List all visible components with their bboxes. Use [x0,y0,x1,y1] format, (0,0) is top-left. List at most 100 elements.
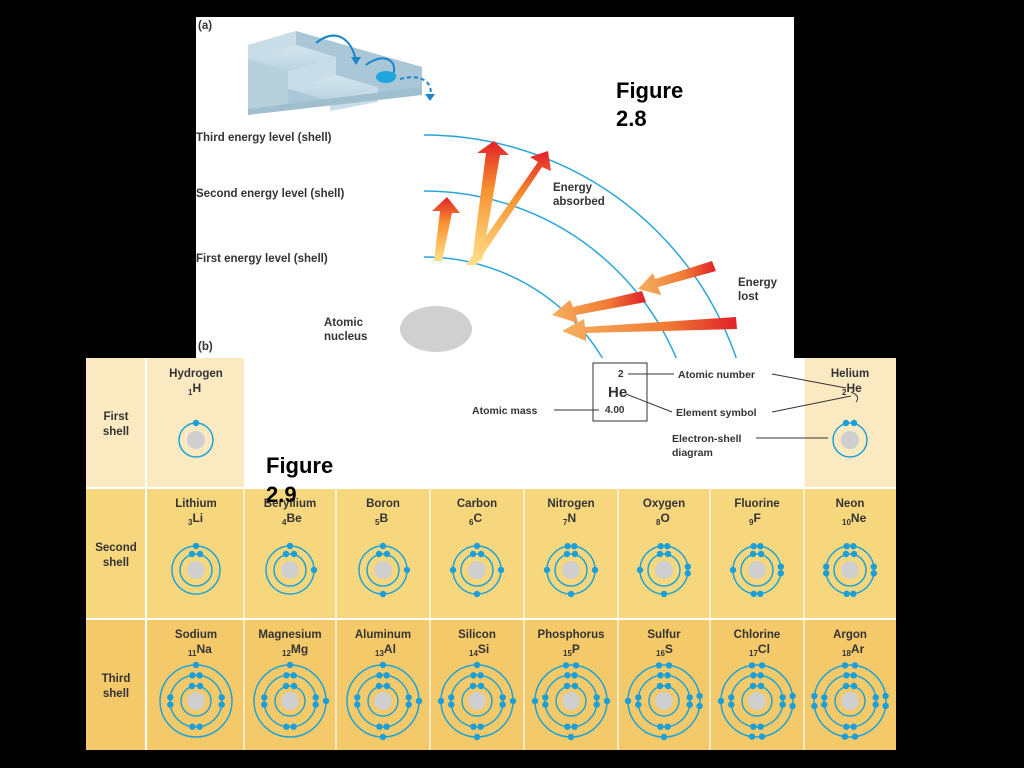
electron [473,661,481,669]
nucleus-label-2: nucleus [324,331,367,343]
electron [567,733,575,741]
element-name: Helium [831,368,869,380]
orbit-shell-1 [179,553,213,587]
electron-shell-table: First shell Second shell Third shell 2 H… [86,358,896,750]
element-symbol: 6C [469,511,482,527]
element-symbol-text: Be [286,511,302,525]
element-symbol: 18Ar [842,642,865,658]
electron [261,694,268,701]
electron [383,672,390,679]
orbit-shell-1 [833,553,867,587]
electron [872,701,879,708]
element-name: Fluorine [734,498,779,510]
element-symbol-text: F [753,511,760,525]
electron [473,590,481,598]
electron [842,682,850,690]
nucleus [562,561,580,579]
electron [188,550,196,558]
electron [282,682,290,690]
atomic-number: 3 [188,518,193,527]
element-name: Neon [836,498,865,510]
element-symbol: 10Ne [842,511,867,527]
electron [167,701,174,708]
element-symbol-text: P [572,642,580,656]
absorbed-arrow-1 [432,197,460,261]
electron [448,701,455,708]
electron [870,570,877,577]
electron [811,692,818,700]
electron [664,543,671,550]
atomic-number-label: Atomic number [678,369,755,381]
element-symbol: 5B [375,511,388,527]
electron-shell-label-1: Electron-shell [672,433,742,445]
row1-stripe [86,358,244,488]
electron [283,723,290,730]
electron [758,733,766,740]
element-name: Argon [833,629,867,641]
lost-arrow-2 [552,291,646,323]
panel-a-label: (a) [198,20,212,32]
electron [379,661,387,669]
electron [375,550,383,558]
orbit-shell-2 [544,674,598,728]
nucleus [655,692,673,710]
electron [375,682,383,690]
absorbed-arrow-3 [466,151,551,265]
atomic-number: 10 [842,518,851,527]
electron [564,723,571,730]
orbit-shell-1 [555,685,587,717]
element-symbol: 2He [842,381,862,397]
electron [882,702,889,710]
electron [842,550,850,558]
figure-2-8-panel: (a) Third energy level (shell) Second en… [196,17,794,358]
energy-absorbed-label-2: absorbed [553,196,605,208]
electron [777,563,784,570]
element-symbol: 14Si [469,642,489,658]
electron [564,672,571,679]
atomic-nucleus [400,306,472,352]
electron [850,419,858,427]
electron [664,682,672,690]
nucleus [841,431,859,449]
orbit-shell-1 [273,553,307,587]
atomic-number: 14 [469,649,478,658]
electron [571,543,578,550]
electron [499,694,506,701]
electron [850,672,857,679]
orbit-shell-1 [367,685,399,717]
element-symbol: 17Cl [749,642,770,658]
element-symbol: 15P [563,642,580,658]
electron [470,672,477,679]
figure-2-9-panel: First shell Second shell Third shell 2 H… [86,358,896,750]
electron [571,550,579,558]
electron [779,701,786,708]
electron [322,697,330,705]
electron [850,543,857,550]
electron [405,694,412,701]
electron [664,672,671,679]
element-symbol: 16S [656,642,673,658]
electron [843,723,850,730]
electron [196,682,204,690]
electron [872,694,879,701]
atomic-number: 18 [842,649,851,658]
element-name: Boron [366,498,400,510]
first-level-label: First energy level (shell) [196,253,328,265]
electron [571,723,578,730]
element-name: Oxygen [643,498,685,510]
electron [757,590,764,597]
orbit-shell-2 [637,674,691,728]
orbit-shell-1 [274,685,306,717]
orbit-shell-1 [834,685,866,717]
electron [192,661,200,669]
electron [757,543,764,550]
atomic-number: 6 [469,518,474,527]
orbit-shell-2 [825,545,875,595]
